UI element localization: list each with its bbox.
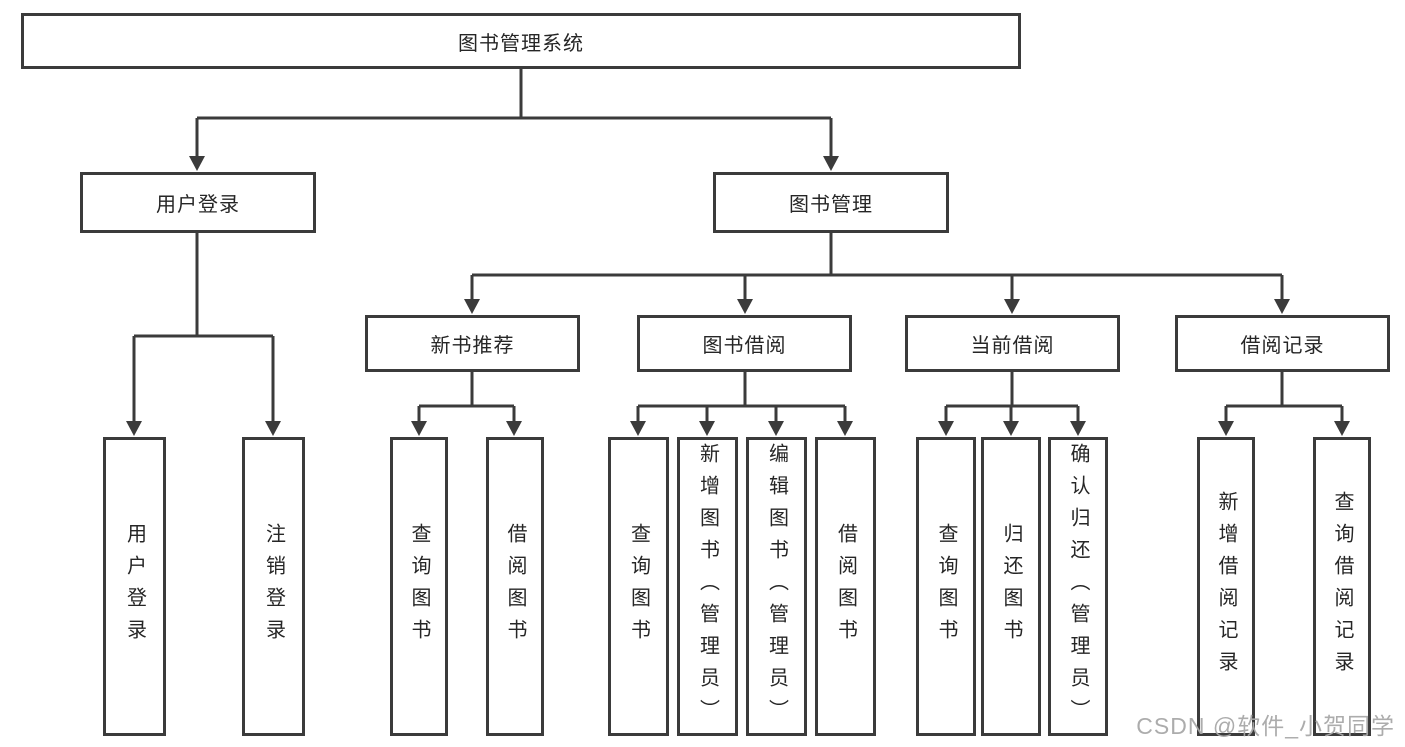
leaf-label: 借阅图书 xyxy=(504,522,526,651)
node-book-management: 图书管理 xyxy=(713,172,949,233)
leaf-query-books-borrow: 查询图书 xyxy=(608,437,669,736)
leaf-label: 查询借阅记录 xyxy=(1331,490,1353,683)
leaf-label: 注销登录 xyxy=(262,522,285,651)
node-new-book-recommend: 新书推荐 xyxy=(365,315,580,372)
node-current-borrow: 当前借阅 xyxy=(905,315,1120,372)
leaf-label: 确认归还（管理员） xyxy=(1067,442,1089,731)
leaf-confirm-return-admin: 确认归还（管理员） xyxy=(1048,437,1108,736)
leaf-add-borrow-record: 新增借阅记录 xyxy=(1197,437,1255,736)
leaf-add-books-admin: 新增图书（管理员） xyxy=(677,437,738,736)
arrowheads xyxy=(126,156,1350,436)
leaf-borrow-books-recommend: 借阅图书 xyxy=(486,437,544,736)
leaf-label: 查询图书 xyxy=(408,522,430,651)
leaf-label: 归还图书 xyxy=(1000,522,1022,651)
node-borrow-records: 借阅记录 xyxy=(1175,315,1390,372)
leaf-query-books-recommend: 查询图书 xyxy=(390,437,448,736)
node-root: 图书管理系统 xyxy=(21,13,1021,69)
leaf-query-borrow-record: 查询借阅记录 xyxy=(1313,437,1371,736)
leaf-logout: 注销登录 xyxy=(242,437,305,736)
leaf-user-login: 用户登录 xyxy=(103,437,166,736)
node-user-login: 用户登录 xyxy=(80,172,316,233)
leaf-label: 新增图书（管理员） xyxy=(696,442,719,731)
leaf-borrow-books: 借阅图书 xyxy=(815,437,876,736)
leaf-label: 编辑图书（管理员） xyxy=(765,442,788,731)
leaf-edit-books-admin: 编辑图书（管理员） xyxy=(746,437,807,736)
leaf-label: 查询图书 xyxy=(627,522,650,651)
leaf-label: 新增借阅记录 xyxy=(1215,490,1237,683)
leaf-label: 查询图书 xyxy=(935,522,957,651)
node-book-borrow: 图书借阅 xyxy=(637,315,852,372)
leaf-query-books-current: 查询图书 xyxy=(916,437,976,736)
leaf-label: 用户登录 xyxy=(123,522,146,651)
leaf-label: 借阅图书 xyxy=(834,522,857,651)
leaf-return-books: 归还图书 xyxy=(981,437,1041,736)
csdn-watermark: CSDN @软件_小贺同学 xyxy=(1136,713,1395,739)
connector-paths xyxy=(132,66,1344,423)
